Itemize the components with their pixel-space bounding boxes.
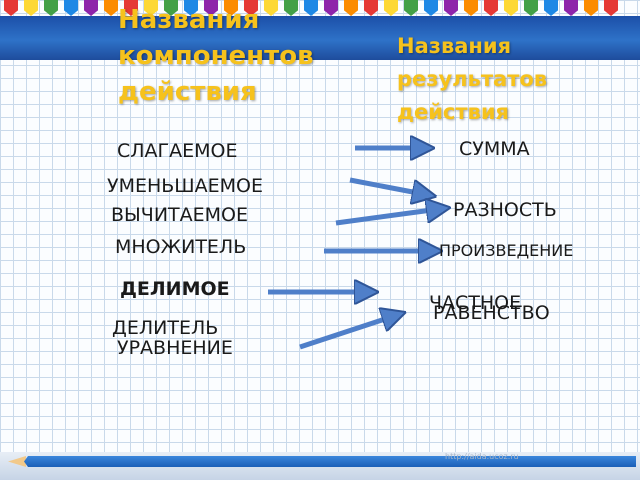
term-equation: УРАВНЕНИЕ bbox=[117, 337, 233, 359]
pencil-icon bbox=[564, 0, 578, 16]
pencil-icon bbox=[304, 0, 318, 16]
arrow-subtrahend-to-difference bbox=[335, 210, 432, 226]
term-multiplier: МНОЖИТЕЛЬ bbox=[115, 236, 247, 258]
pencil-icon bbox=[64, 0, 78, 16]
components-heading: Названия компонентов действия bbox=[118, 5, 314, 107]
pencil-icon bbox=[124, 0, 138, 16]
pencil-icon bbox=[524, 0, 538, 16]
pencil-icon bbox=[24, 456, 636, 467]
pencil-icon bbox=[184, 0, 198, 16]
pencil-icon bbox=[84, 0, 98, 16]
pencil-icon bbox=[464, 0, 478, 16]
term-difference: РАЗНОСТЬ bbox=[453, 199, 557, 221]
pencil-border-top bbox=[0, 0, 640, 16]
arrow-divisor-to-quotient bbox=[299, 318, 388, 350]
pencil-icon bbox=[164, 0, 178, 16]
pencil-icon bbox=[244, 0, 258, 16]
pencil-icon bbox=[604, 0, 618, 16]
pencil-icon bbox=[544, 0, 558, 16]
term-quotient: ЧАСТНОЕ bbox=[429, 292, 522, 314]
pencil-icon bbox=[384, 0, 398, 16]
pencil-icon bbox=[424, 0, 438, 16]
pencil-icon bbox=[484, 0, 498, 16]
term-sum: СУММА bbox=[459, 138, 530, 160]
pencil-icon bbox=[584, 0, 598, 16]
term-divisor: ДЕЛИТЕЛЬ bbox=[112, 317, 219, 339]
results-heading: Названия результатов действия bbox=[397, 34, 548, 124]
footer-url: http://aida.ucoz.ru bbox=[445, 452, 519, 461]
term-minuend: УМЕНЬШАЕМОЕ bbox=[107, 175, 263, 197]
pencil-tip-icon bbox=[8, 456, 26, 467]
pencil-icon bbox=[344, 0, 358, 16]
pencil-icon bbox=[224, 0, 238, 16]
pencil-icon bbox=[444, 0, 458, 16]
pencil-icon bbox=[144, 0, 158, 16]
arrow-minuend-to-difference bbox=[349, 177, 418, 193]
header-band bbox=[0, 16, 640, 60]
pencil-icon bbox=[264, 0, 278, 16]
term-addend: СЛАГАЕМОЕ bbox=[117, 140, 238, 162]
term-product: ПРОИЗВЕДЕНИЕ bbox=[439, 241, 574, 260]
pencil-icon bbox=[404, 0, 418, 16]
term-subtrahend: ВЫЧИТАЕМОЕ bbox=[111, 204, 248, 226]
pencil-icon bbox=[204, 0, 218, 16]
pencil-icon bbox=[324, 0, 338, 16]
pencil-icon bbox=[24, 0, 38, 16]
term-dividend: ДЕЛИМОЕ bbox=[120, 278, 230, 300]
pencil-icon bbox=[44, 0, 58, 16]
pencil-icon bbox=[104, 0, 118, 16]
pencil-icon bbox=[4, 0, 18, 16]
pencil-icon bbox=[364, 0, 378, 16]
term-equality: РАВЕНСТВО bbox=[433, 302, 550, 324]
pencil-icon bbox=[504, 0, 518, 16]
pencil-icon bbox=[284, 0, 298, 16]
